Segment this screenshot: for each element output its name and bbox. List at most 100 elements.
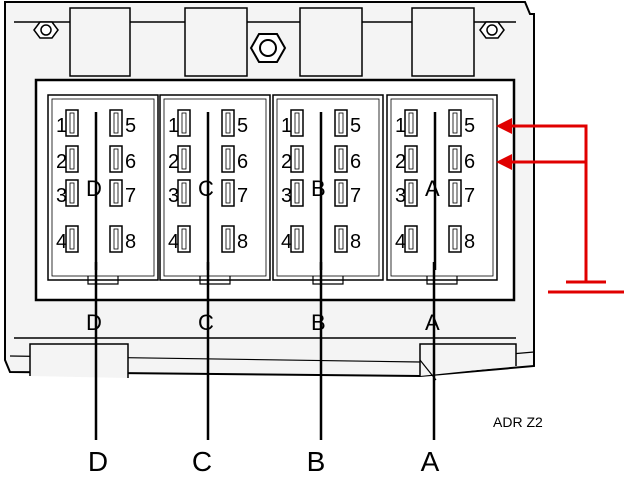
pin-socket (404, 109, 418, 137)
pin-socket-inner (181, 112, 187, 134)
pin-socket (290, 225, 304, 253)
block-latch (312, 276, 344, 285)
block-lower-label: C (198, 310, 214, 335)
pin-number-left: 3 (168, 185, 179, 207)
pin-socket-inner (408, 182, 414, 204)
pin-number-left: 2 (395, 151, 406, 173)
arrow-icon (496, 154, 512, 170)
pin-number-right: 5 (237, 115, 248, 137)
block-latch (426, 276, 458, 285)
pin-number-left: 4 (281, 231, 292, 253)
pin-socket-inner (225, 148, 231, 170)
pin-socket (65, 225, 79, 253)
pin-socket-inner (294, 112, 300, 134)
pin-number-right: 8 (350, 231, 361, 253)
pin-socket (109, 225, 123, 253)
pin-number-left: 3 (281, 185, 292, 207)
pin-socket (221, 109, 235, 137)
pin-socket (334, 179, 348, 207)
pin-socket-inner (225, 228, 231, 250)
pin-socket (404, 225, 418, 253)
pin-socket (177, 225, 191, 253)
pin-socket-inner (338, 148, 344, 170)
pin-number-right: 7 (237, 185, 248, 207)
block-inner-frame (276, 98, 380, 277)
pin-number-left: 3 (56, 185, 67, 207)
pin-socket (221, 225, 235, 253)
pin-socket-inner (69, 182, 75, 204)
pin-socket (448, 225, 462, 253)
pin-socket-inner (452, 112, 458, 134)
screw-icon (479, 21, 505, 39)
pin-number-left: 4 (395, 231, 406, 253)
pin-socket-inner (225, 182, 231, 204)
diagram-caption: ADR Z2 (493, 414, 543, 430)
pin-socket (221, 145, 235, 173)
bottom-label-a: A (420, 446, 440, 477)
pin-socket-inner (408, 228, 414, 250)
pin-socket (109, 145, 123, 173)
pin-socket (290, 145, 304, 173)
screw-icon (249, 33, 287, 63)
top-tab (411, 7, 475, 77)
pin-socket (334, 109, 348, 137)
pin-socket-inner (408, 148, 414, 170)
pin-number-right: 7 (125, 185, 136, 207)
pin-socket-inner (225, 112, 231, 134)
top-tab (184, 7, 248, 77)
pin-socket (334, 225, 348, 253)
pin-number-left: 1 (395, 115, 406, 137)
pin-number-right: 5 (125, 115, 136, 137)
pin-socket-inner (294, 182, 300, 204)
pin-socket (65, 145, 79, 173)
pin-socket (109, 109, 123, 137)
pin-socket-inner (452, 182, 458, 204)
pin-number-left: 4 (168, 231, 179, 253)
pin-socket (177, 179, 191, 207)
block-latch (199, 276, 231, 285)
pin-number-right: 8 (237, 231, 248, 253)
screw-icon (33, 21, 59, 39)
pin-number-right: 5 (350, 115, 361, 137)
block-lower-label: D (86, 310, 102, 335)
bottom-label-c: C (191, 446, 213, 477)
pin-socket-inner (181, 148, 187, 170)
pin-socket-inner (452, 148, 458, 170)
pin-number-right: 7 (350, 185, 361, 207)
pin-socket-inner (113, 228, 119, 250)
pin-socket (177, 109, 191, 137)
block-inner-frame (51, 98, 155, 277)
pin-socket (177, 145, 191, 173)
pin-socket (448, 179, 462, 207)
pin-number-right: 6 (464, 151, 475, 173)
pin-number-left: 2 (281, 151, 292, 173)
pin-number-left: 1 (281, 115, 292, 137)
bottom-label-d: D (87, 446, 109, 477)
pin-socket-inner (181, 182, 187, 204)
pin-number-left: 1 (56, 115, 67, 137)
pin-socket (65, 179, 79, 207)
pin-socket (290, 109, 304, 137)
pin-socket-inner (113, 182, 119, 204)
bottom-foot (29, 343, 129, 378)
pin-socket-inner (69, 228, 75, 250)
pin-socket (448, 145, 462, 173)
block-latch (87, 276, 119, 285)
pin-number-right: 8 (125, 231, 136, 253)
pin-socket-inner (69, 112, 75, 134)
top-tab (299, 7, 363, 77)
block-inner-frame (390, 98, 494, 277)
pin-socket-inner (113, 148, 119, 170)
block-inner-label: A (425, 176, 440, 201)
pin-number-right: 7 (464, 185, 475, 207)
pin-socket-inner (338, 112, 344, 134)
pin-socket-inner (69, 148, 75, 170)
pin-socket (404, 179, 418, 207)
pin-socket-inner (338, 228, 344, 250)
pin-socket-inner (113, 112, 119, 134)
block-lower-label: A (425, 310, 440, 335)
